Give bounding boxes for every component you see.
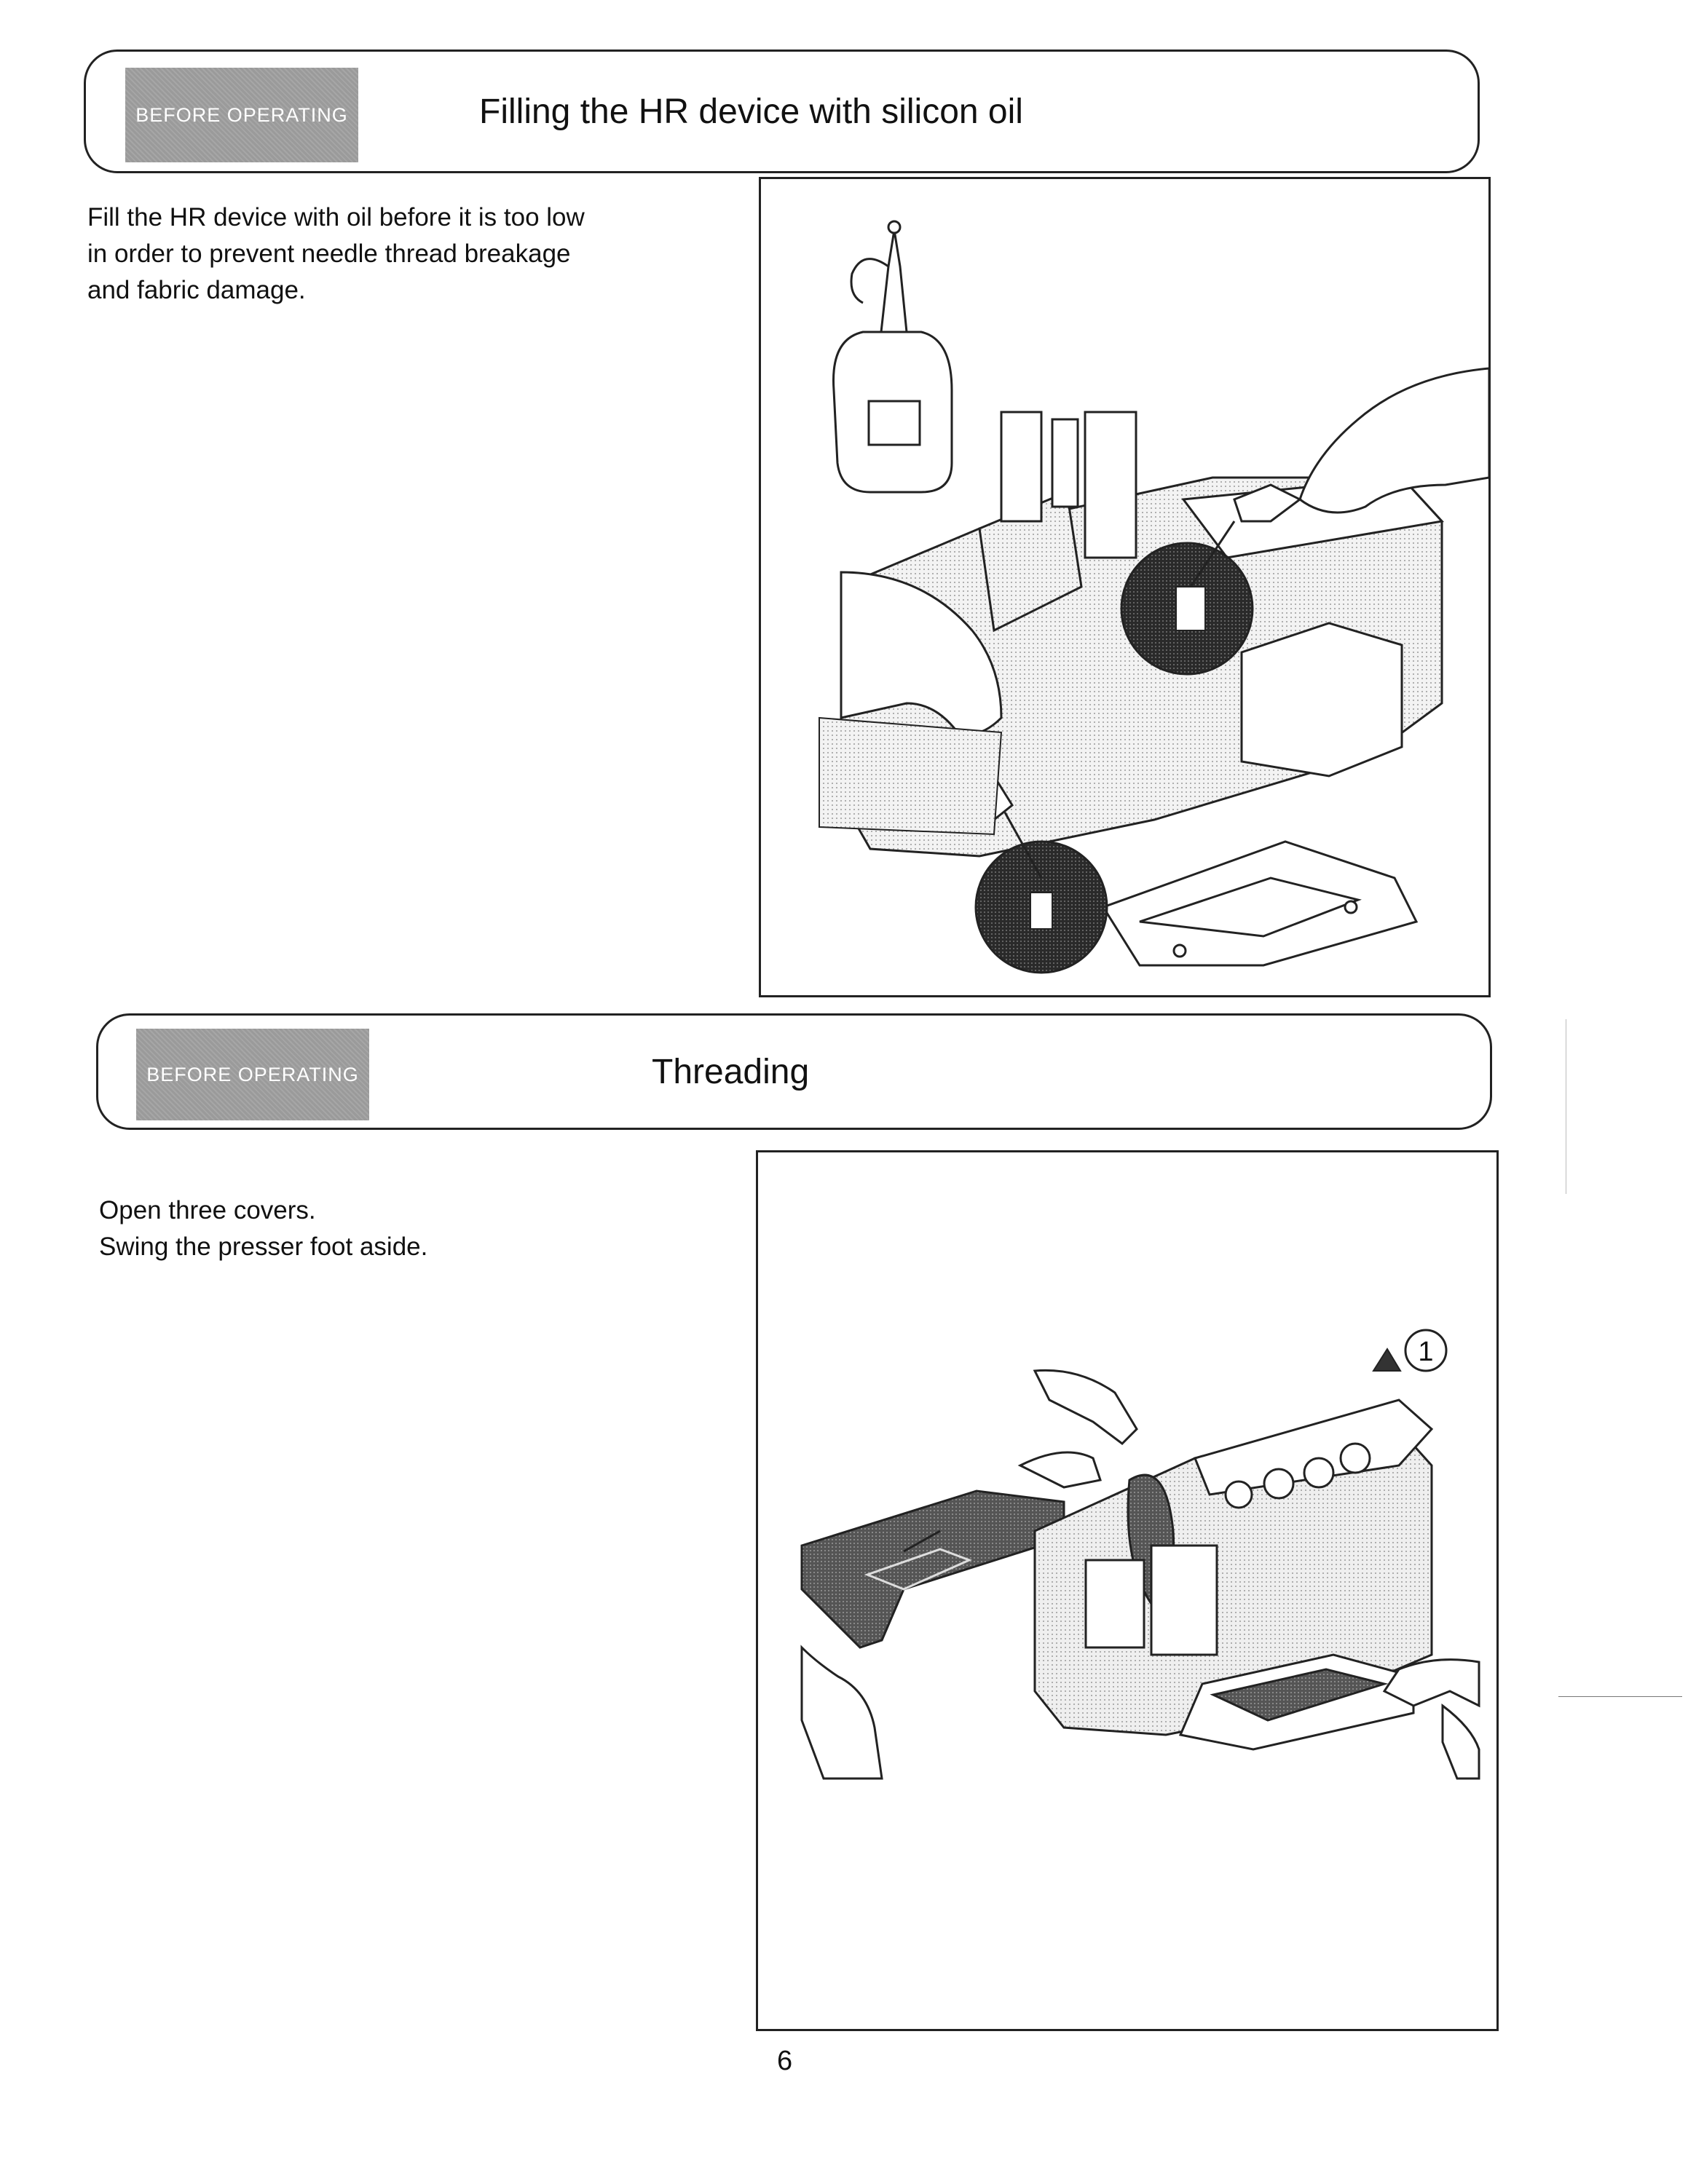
sewing-machine-icon [1033,1398,1434,1751]
section-body-oil: Fill the HR device with oil before it is… [87,199,670,309]
section-title: Threading [652,1053,810,1091]
before-operating-tag: BEFORE OPERATING [125,68,358,162]
section-header-oil: BEFORE OPERATING Filling the HR device w… [84,50,1480,173]
page-number: 6 [777,2046,793,2076]
body-line: and fabric damage. [87,276,306,304]
section-header-threading: BEFORE OPERATING Threading [96,1013,1492,1130]
body-line: Swing the presser foot aside. [99,1233,428,1261]
before-operating-tag: BEFORE OPERATING [136,1029,369,1120]
body-line: in order to prevent needle thread breaka… [87,240,571,268]
scan-edge-mark [1558,1696,1682,1697]
threading-figure: 1 [756,1150,1499,2031]
hand-icon [800,1369,1480,1780]
open-cover-icon [800,1489,1065,1649]
body-line: Fill the HR device with oil before it is… [87,203,585,232]
body-line: Open three covers. [99,1196,316,1224]
callout-number: 1 [1418,1337,1433,1367]
oil-filling-figure [759,177,1491,997]
hand-icon [1189,367,1491,587]
section-title: Filling the HR device with silicon oil [479,92,1023,131]
warning-triangle-icon [1372,1348,1402,1372]
section-body-threading: Open three covers. Swing the presser foo… [99,1192,682,1265]
oil-bottle-icon [832,220,953,494]
